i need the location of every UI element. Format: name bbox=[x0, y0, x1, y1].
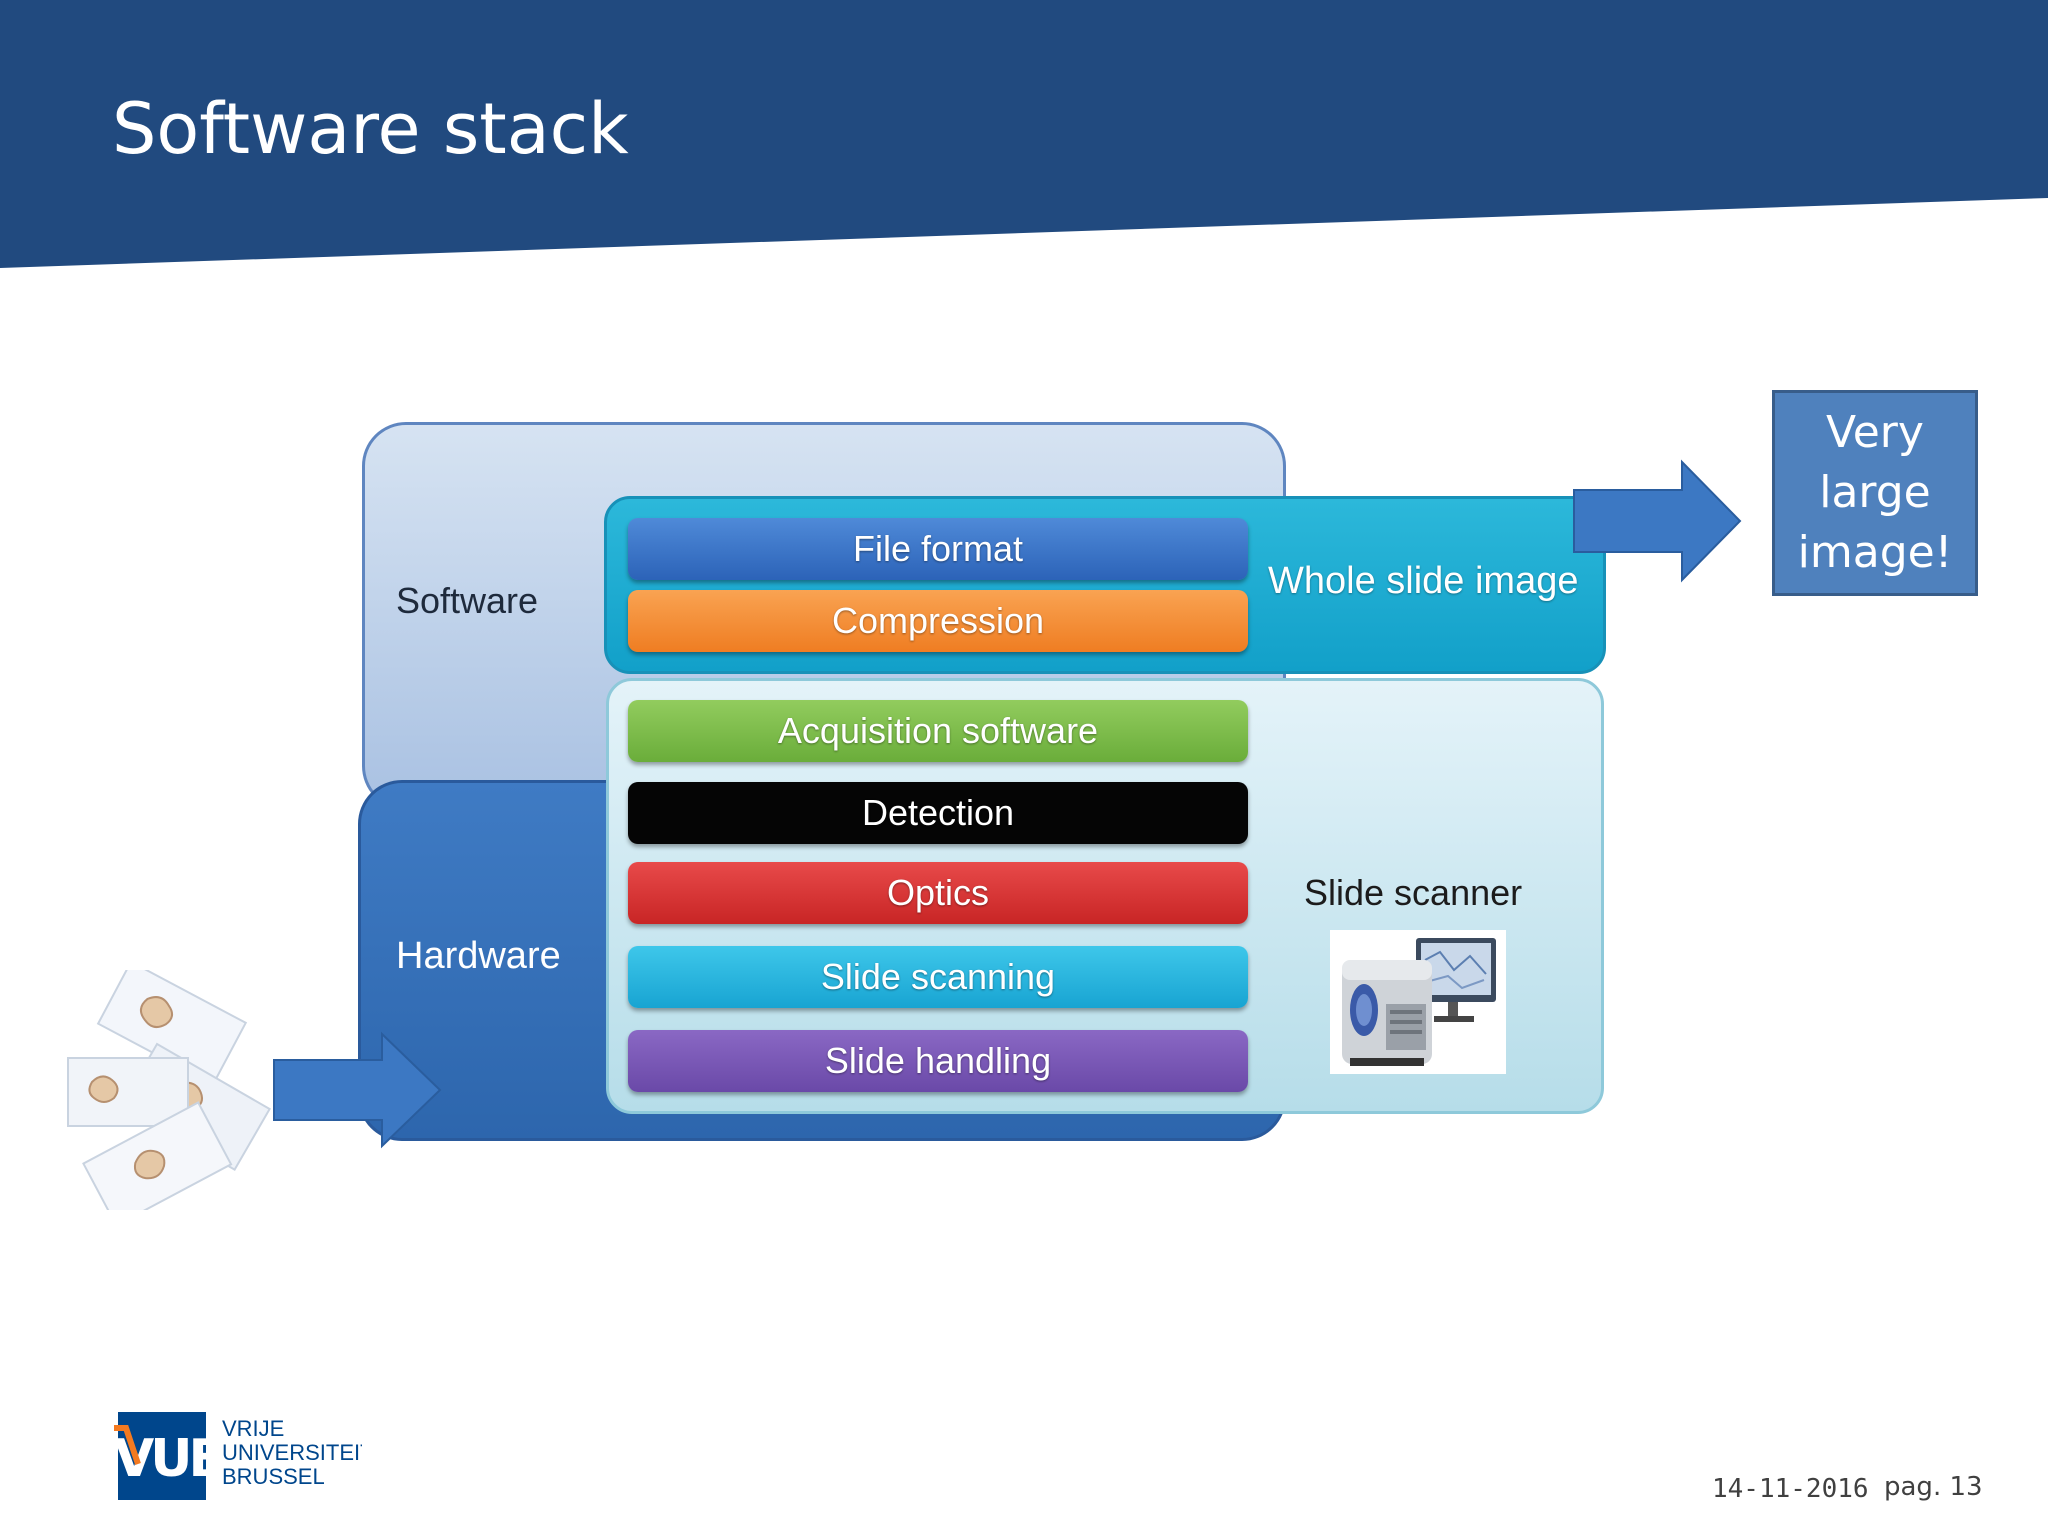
vub-logo: VUB VRIJE UNIVERSITEIT BRUSSEL bbox=[114, 1412, 362, 1500]
input-arrow bbox=[273, 1031, 442, 1149]
whole-slide-image-label: Whole slide image bbox=[1268, 560, 1579, 602]
hardware-label: Hardware bbox=[396, 935, 561, 977]
logo-line-2: UNIVERSITEIT bbox=[222, 1440, 362, 1465]
output-line-2: large bbox=[1819, 467, 1931, 518]
layer-slide-handling: Slide handling bbox=[628, 1030, 1248, 1092]
glass-slides-picture bbox=[67, 970, 271, 1210]
slide-scanner-picture bbox=[1330, 930, 1506, 1074]
output-line-3: image! bbox=[1797, 527, 1953, 578]
layer-file-format: File format bbox=[628, 518, 1248, 580]
logo-line-1: VRIJE bbox=[222, 1416, 284, 1441]
logo-mark: VUB bbox=[114, 1429, 224, 1489]
layer-acquisition-software: Acquisition software bbox=[628, 700, 1248, 762]
logo-line-3: BRUSSEL bbox=[222, 1464, 325, 1489]
output-arrow bbox=[1573, 459, 1742, 583]
layer-slide-scanning: Slide scanning bbox=[628, 946, 1248, 1008]
output-line-1: Very bbox=[1826, 407, 1924, 458]
slide-title: Software stack bbox=[112, 88, 629, 170]
slide-scanner-label: Slide scanner bbox=[1304, 872, 1523, 913]
header-banner bbox=[0, 0, 2048, 268]
page-number: pag. 13 bbox=[1884, 1472, 1983, 1502]
very-large-image-box: Very large image! bbox=[1772, 390, 1978, 596]
layer-detection: Detection bbox=[628, 782, 1248, 844]
layer-compression: Compression bbox=[628, 590, 1248, 652]
layer-optics: Optics bbox=[628, 862, 1248, 924]
footer-date: 14-11-2016 bbox=[1712, 1474, 1869, 1504]
software-label: Software bbox=[396, 580, 539, 621]
